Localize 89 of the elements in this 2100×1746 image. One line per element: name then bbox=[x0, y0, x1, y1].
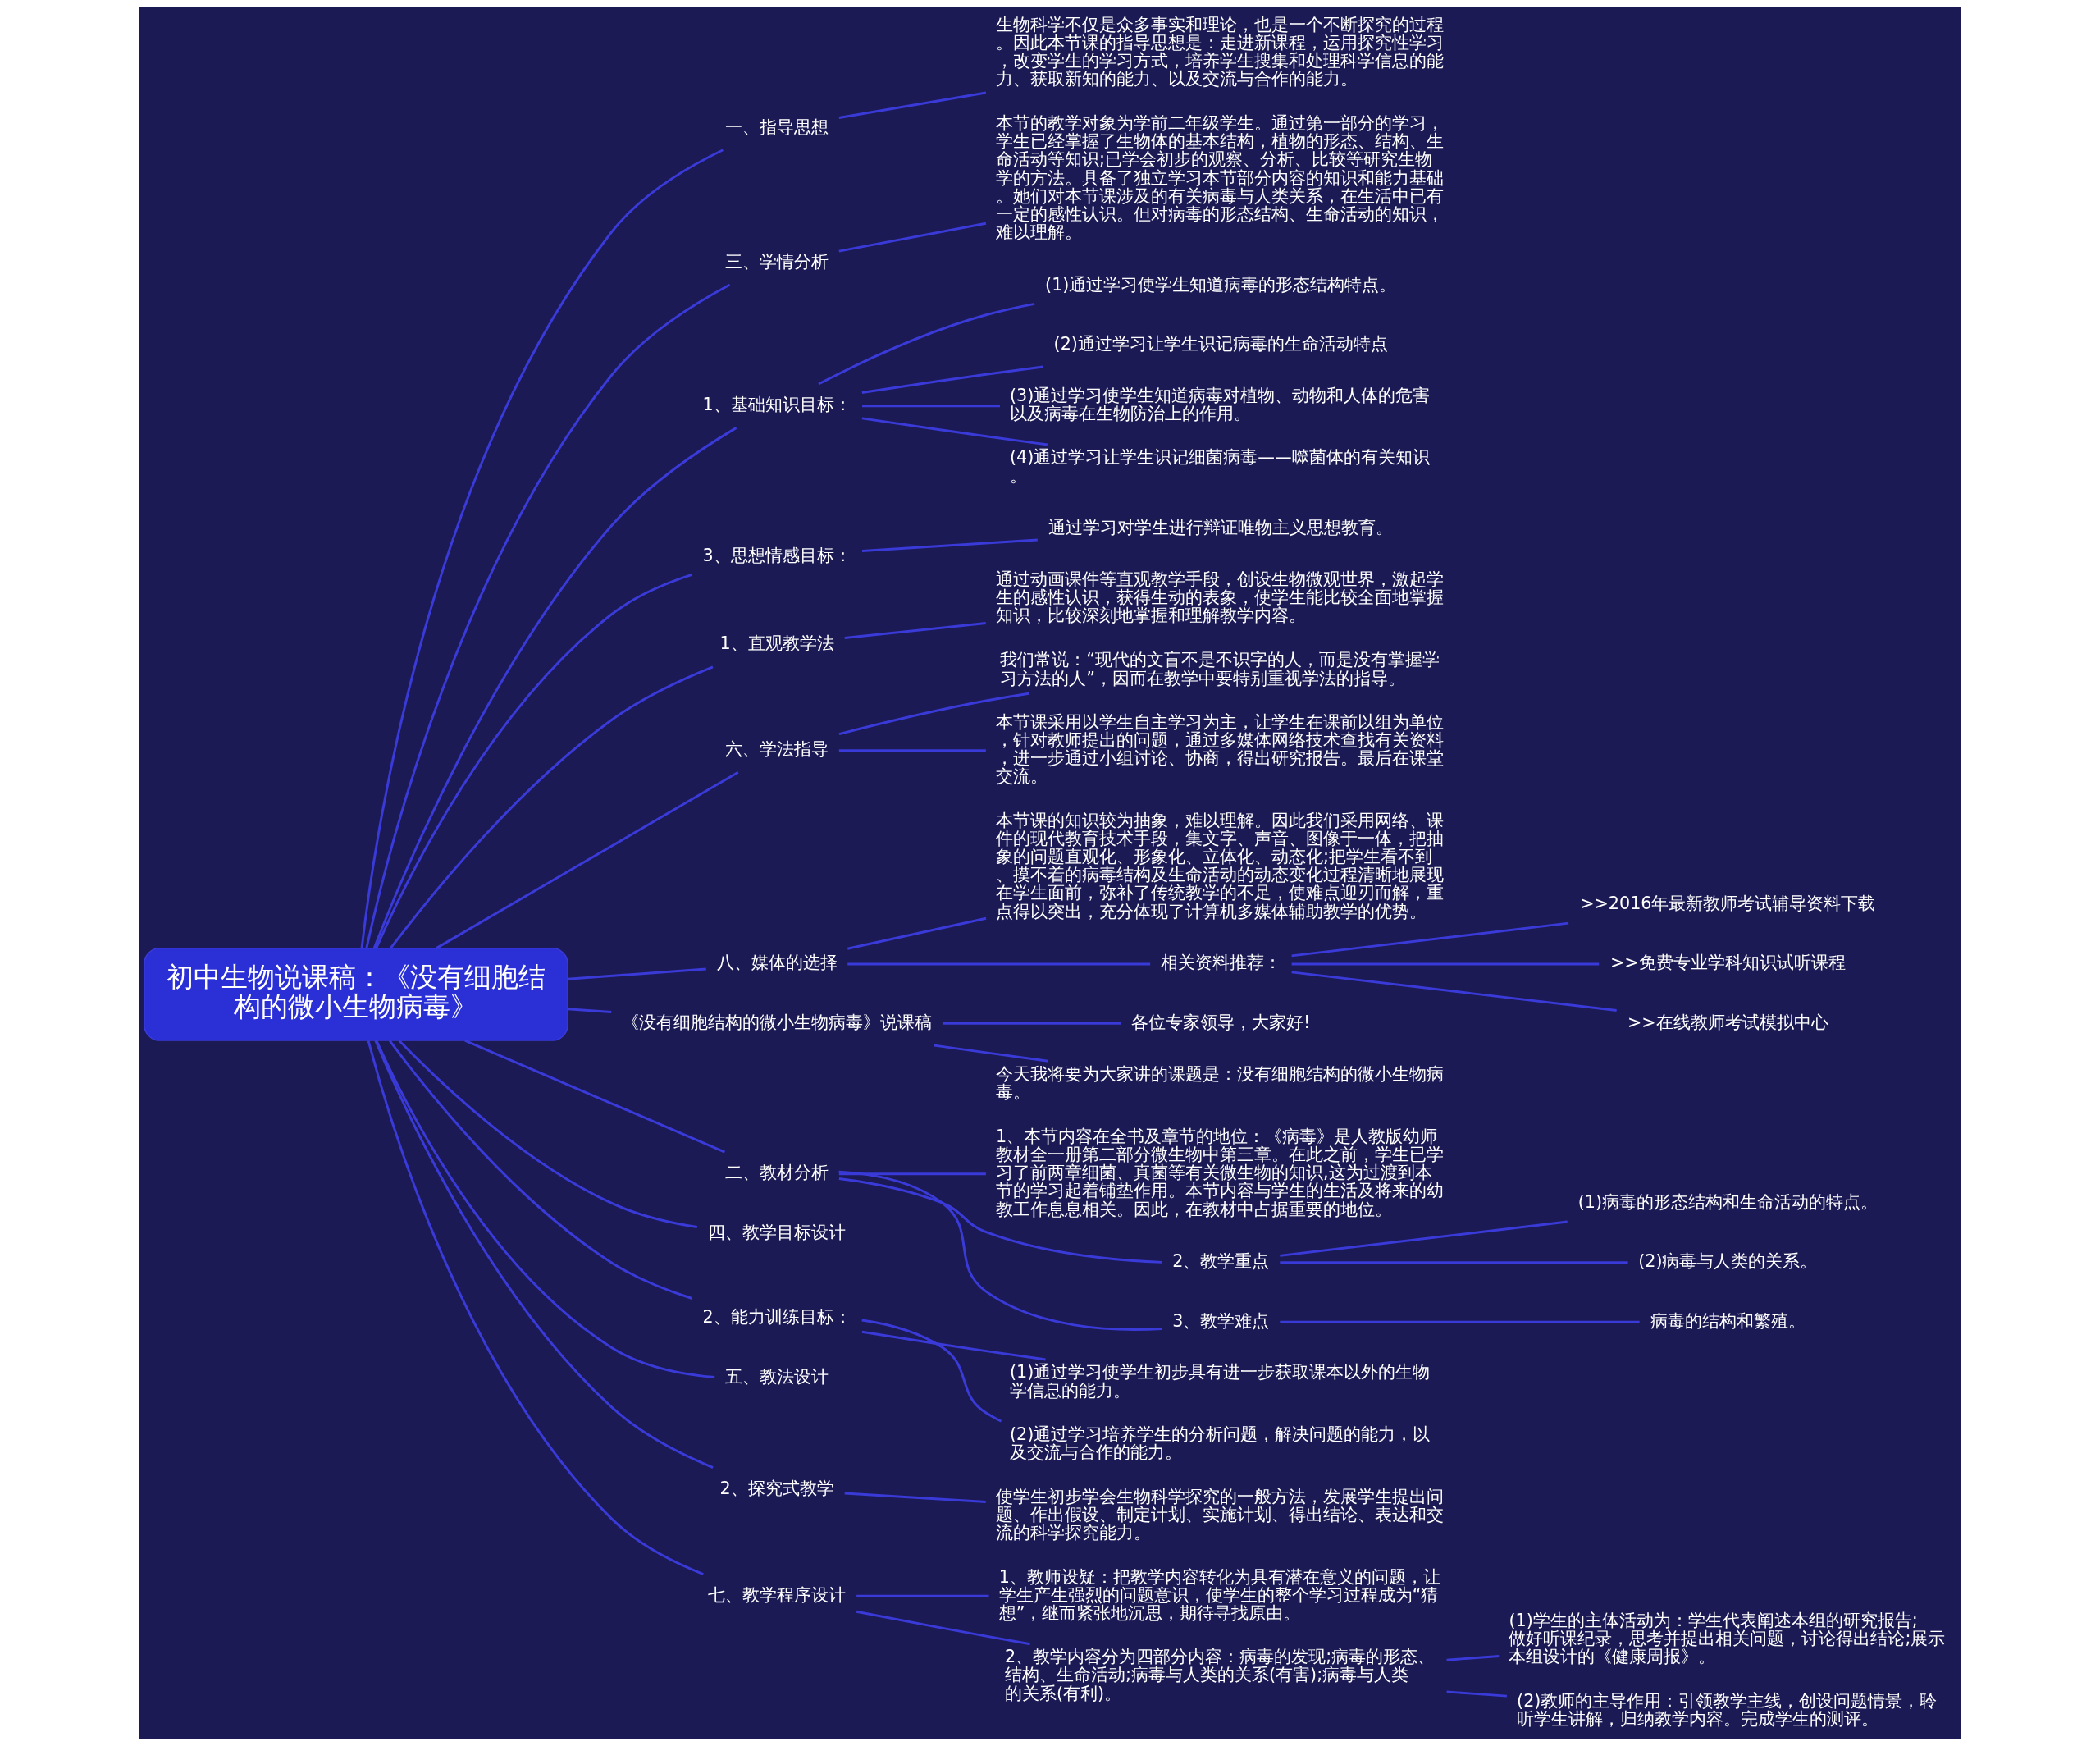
connector bbox=[847, 916, 986, 950]
node-text: 2、教学重点 bbox=[1171, 1251, 1269, 1272]
connector bbox=[1279, 1320, 1640, 1323]
connector bbox=[838, 1177, 1162, 1264]
node-text: 二、教材分析 bbox=[724, 1163, 829, 1183]
connector bbox=[375, 1040, 714, 1379]
node-text: (2)教师的主导作用：引领教学主线，创设问题情景，聆听学生讲解，归纳教学内容。完成学生的测评。 bbox=[1516, 1691, 1937, 1730]
connector bbox=[844, 622, 986, 639]
node-text: (2)通过学习培养学生的分析问题，解决问题的能力，以及交流与合作的能力。 bbox=[1009, 1424, 1430, 1463]
connector bbox=[1290, 921, 1568, 958]
connector bbox=[838, 91, 986, 119]
connector bbox=[360, 149, 724, 948]
node-text: (2)病毒与人类的关系。 bbox=[1637, 1251, 1818, 1272]
connector bbox=[1445, 1690, 1507, 1698]
connector bbox=[838, 1170, 1162, 1331]
connector bbox=[373, 1040, 714, 1469]
connector bbox=[838, 1172, 986, 1176]
connector bbox=[364, 283, 730, 948]
connector bbox=[567, 967, 706, 980]
node-text: 八、媒体的选择 bbox=[716, 953, 838, 973]
node-text: 各位专家领导，大家好! bbox=[1130, 1012, 1310, 1032]
node-box: 初中生物说课稿：《没有细胞结构的微小生物病毒》 bbox=[143, 947, 568, 1041]
node-text: 生物科学不仅是众多事实和理论，也是一个不断探究的过程。因此本节课的指导思想是：走进新课程，运用探究性学习，改变学生的学习方式，培养学生搜集和处理科学信息的能力、获取新知的能力、以及交流与合作的能力。 bbox=[995, 14, 1444, 89]
connector bbox=[398, 1040, 697, 1228]
node-text: (1)通过学习使学生知道病毒的形态结构特点。 bbox=[1044, 274, 1396, 295]
connector bbox=[1291, 962, 1599, 966]
connector bbox=[861, 1319, 1002, 1423]
node-text: 我们常说：“现代的文盲不是不识字的人，而是没有掌握学习方法的人”，因而在教学中要特别重视学法的指导。 bbox=[999, 650, 1440, 688]
node-text: 本节课的知识较为抽象，难以理解。因此我们采用网络、课件的现代教育技术手段，集文字、声音、图像于一体，把抽象的问题直观化、形象化、立体化、动态化;把学生看不到、摸不着的病毒结构及生命活动的动态变化过程清晰地展现在学生面前，弥补了传统教学的不足，使难点迎刃而解，重点得以突出，充分体现了计算机多媒体辅助教学的优势。 bbox=[995, 810, 1444, 921]
node-text: 1、本节内容在全书及章节的地位：《病毒》是人教版幼师教材全一册第二部分微生物中第三章。在此之前，学生已学习了前两章细菌、真菌等有关微生物的知识,这为过渡到本节的学习起着铺垫作用。本节内容与学生的生活及将来的幼教工作息息相关。因此，在教材中占据重要的地位。 bbox=[995, 1126, 1444, 1219]
node-text: 使学生初步学会生物科学探究的一般方法，发展学生提出问题、作出假设、制定计划、实施计划、得出结论、表达和交流的科学探究能力。 bbox=[995, 1487, 1444, 1543]
node-text: 《没有细胞结构的微小生物病毒》说课稿 bbox=[621, 1012, 932, 1032]
node-text: 本节课采用以学生自主学习为主，让学生在课前以组为单位，针对教师提出的问题，通过多媒体网络技术查找有关资料，进一步通过小组讨论、协商，得出研究报告。最后在课堂交流。 bbox=[995, 711, 1444, 787]
connector bbox=[861, 365, 1043, 395]
connector bbox=[838, 222, 986, 253]
connector bbox=[374, 574, 692, 949]
connector bbox=[856, 1594, 989, 1597]
connector bbox=[463, 1039, 725, 1154]
connector bbox=[388, 1040, 692, 1300]
connector bbox=[861, 405, 1000, 408]
node-text: 三、学情分析 bbox=[724, 251, 829, 272]
connector bbox=[389, 665, 713, 949]
node-text: 通过学习对学生进行辩证唯物主义思想教育。 bbox=[1048, 517, 1393, 537]
node-text: 五、教法设计 bbox=[724, 1366, 829, 1387]
node-text: (3)通过学习使学生知道病毒对植物、动物和人体的危害以及病毒在生物防治上的作用。 bbox=[1009, 386, 1430, 424]
connector bbox=[844, 1492, 986, 1503]
node-text: 1、基础知识目标： bbox=[701, 395, 851, 415]
connector bbox=[1279, 1220, 1568, 1257]
connector bbox=[838, 749, 986, 752]
node-text: 本节的教学对象为学前二年级学生。通过第一部分的学习，学生已经掌握了生物体的基本结构，植物的形态、结构、生命活动等知识;已学会初步的观察、分析、比较等研究生物学的方法。具备了独立学习本节部分内容的知识和能力基础。她们对本节课涉及的有关病毒与人类关系，在生活中已有一定的感性认识。但对病毒的形态结构、生命活动的知识，难以理解。 bbox=[995, 113, 1444, 243]
connector bbox=[817, 302, 1034, 386]
node-text: 2、教学内容分为四部分内容：病毒的发现;病毒的形态、结构、生命活动;病毒与人类的关系(有害);病毒与人类的关系(有利)。 bbox=[1004, 1647, 1435, 1703]
node-text: 2、能力训练目标： bbox=[701, 1307, 851, 1328]
node-text: 一、指导思想 bbox=[724, 117, 829, 137]
node-text: 四、教学目标设计 bbox=[707, 1222, 846, 1242]
connector bbox=[1445, 1655, 1499, 1661]
node-text: 通过动画课件等直观教学手段，创设生物微观世界，激起学生的感性认识，获得生动的表象，使学生能比较全面地掌握知识，比较深刻地掌握和理解教学内容。 bbox=[995, 569, 1444, 626]
node-text: 2、探究式教学 bbox=[719, 1478, 834, 1498]
node-text: 七、教学程序设计 bbox=[707, 1584, 846, 1605]
connector bbox=[856, 1610, 1030, 1646]
node-text: 六、学法指导 bbox=[724, 739, 829, 760]
connector bbox=[933, 1044, 1048, 1063]
connector bbox=[372, 427, 737, 948]
node-text: >>在线教师考试模拟中心 bbox=[1627, 1012, 1828, 1032]
connector bbox=[861, 417, 1048, 446]
node-text: (4)通过学习让学生识记细菌病毒——噬菌体的有关知识。 bbox=[1009, 447, 1430, 486]
node-text: 今天我将要为大家讲的课题是：没有细胞结构的微小生物病毒。 bbox=[995, 1063, 1444, 1102]
connector bbox=[861, 538, 1038, 553]
node-text: 3、思想情感目标： bbox=[701, 545, 851, 565]
node-text: >>2016年最新教师考试辅导资料下载 bbox=[1579, 893, 1876, 913]
connector bbox=[435, 771, 739, 949]
connector bbox=[1290, 971, 1617, 1012]
node-text: 1、教师设疑：把教学内容转化为具有潜在意义的问题，让学生产生强烈的问题意识，使学生的整个学习过程成为“猜想”，继而紧张地沉思，期待寻找原由。 bbox=[998, 1566, 1440, 1623]
connector bbox=[567, 1008, 611, 1013]
node-text: 病毒的结构和繁殖。 bbox=[1650, 1310, 1806, 1331]
node-text: 1、直观教学法 bbox=[719, 633, 834, 654]
node-text: (1)通过学习使学生初步具有进一步获取课本以外的生物学信息的能力。 bbox=[1009, 1362, 1430, 1401]
node-text: 相关资料推荐： bbox=[1160, 953, 1281, 973]
node-text: (1)学生的主体活动为：学生代表阐述本组的研究报告;做好听课纪录，思考并提出相关问题，讨论得出结论;展示本组设计的《健康周报》。 bbox=[1508, 1610, 1945, 1667]
connector bbox=[861, 1330, 1046, 1361]
node-text: (2)通过学习让学生识记病毒的生命活动特点 bbox=[1053, 334, 1388, 354]
connector bbox=[942, 1022, 1121, 1025]
connector bbox=[847, 962, 1150, 966]
node-text: 3、教学难点 bbox=[1171, 1310, 1269, 1331]
node-text: (1)病毒的形态结构和生命活动的特点。 bbox=[1577, 1191, 1878, 1212]
connector bbox=[838, 692, 1029, 736]
node-text: >>免费专业学科知识试听课程 bbox=[1609, 953, 1846, 973]
connector bbox=[367, 1040, 704, 1575]
connector bbox=[1279, 1261, 1628, 1264]
